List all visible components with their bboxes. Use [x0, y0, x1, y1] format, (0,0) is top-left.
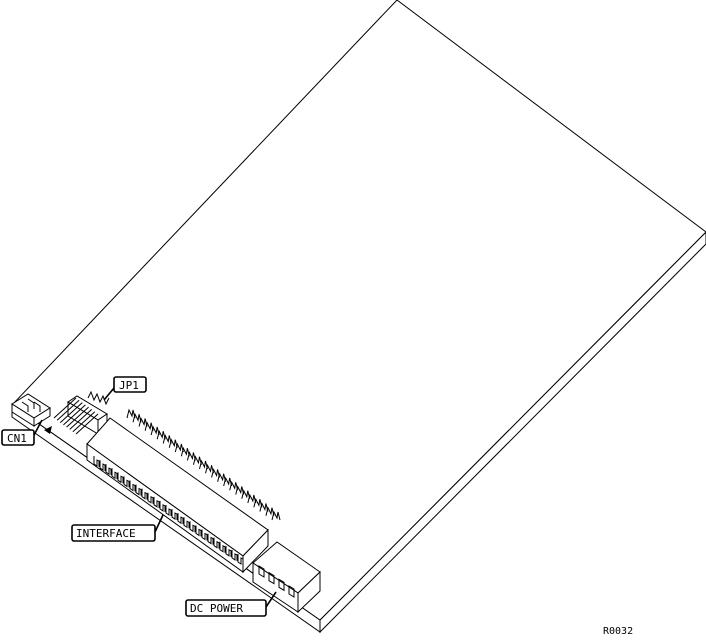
interface-pin	[165, 505, 172, 516]
interface-pin	[180, 446, 190, 457]
interface-pin	[156, 429, 166, 440]
interface-pin	[177, 513, 184, 525]
interface-pin	[265, 506, 275, 516]
interface-pin	[241, 489, 251, 499]
interface-pin	[223, 476, 233, 487]
interface-pin	[150, 425, 160, 436]
interface-pin	[111, 468, 118, 480]
jp1-pin	[72, 411, 96, 433]
jp1-pin	[75, 413, 99, 435]
interface-pin	[247, 493, 257, 504]
interface-pin	[159, 500, 166, 512]
jp1-pin	[66, 406, 89, 428]
interface-pin	[237, 554, 244, 565]
interface-connector	[86, 408, 281, 574]
interface-pin	[141, 488, 148, 500]
interface-pin	[213, 537, 220, 549]
interface-pin	[123, 476, 130, 488]
interface-pin	[153, 496, 160, 508]
interface-pin	[144, 421, 154, 431]
jp1-pin	[53, 397, 77, 419]
interface-pin	[259, 502, 269, 512]
interface-pin	[129, 480, 136, 492]
jp1-pin	[56, 399, 80, 421]
dc-power-pin	[278, 578, 285, 592]
interface-pin	[135, 484, 142, 496]
interface-pin	[105, 464, 112, 476]
dc-power-pin	[268, 571, 275, 585]
interface-pin	[138, 417, 148, 427]
interface-pin	[199, 459, 208, 470]
jp1-pin	[59, 402, 83, 423]
interface-pin	[211, 468, 221, 478]
interface-pin	[195, 525, 202, 537]
interface-pin	[201, 529, 208, 541]
interface-pin	[229, 480, 239, 491]
interface-pin	[183, 517, 190, 529]
interface-pin	[217, 472, 227, 482]
jp1-pin	[63, 404, 86, 426]
interface-pin	[207, 533, 214, 545]
interface-pin	[126, 408, 136, 419]
interface-pin	[225, 545, 232, 557]
interface-pin	[253, 497, 263, 508]
label-dc-power: DC POWER	[185, 599, 267, 617]
figure-id: R0032	[603, 626, 633, 637]
jp1-pin	[69, 409, 93, 430]
label-jp1: JP1	[113, 376, 147, 393]
interface-pin	[186, 451, 196, 461]
label-jp1-text: JP1	[119, 379, 139, 392]
interface-pin	[132, 412, 142, 423]
dc-power-connector	[252, 541, 321, 614]
label-dc-power-text: DC POWER	[190, 602, 243, 615]
interface-pin	[174, 442, 184, 453]
interface-pin	[99, 460, 106, 472]
interface-pin	[231, 549, 238, 561]
label-interface: INTERFACE	[71, 524, 156, 542]
interface-pin	[117, 472, 124, 484]
interface-pin	[168, 438, 178, 448]
interface-pin	[171, 509, 178, 521]
interface-pin	[205, 463, 215, 474]
interface-pin	[93, 456, 100, 467]
dc-power-pin	[258, 565, 265, 578]
dc-power-pin	[288, 585, 295, 598]
interface-pin	[271, 510, 281, 521]
interface-pin	[192, 455, 202, 465]
cn1-connector	[11, 393, 51, 427]
label-cn1-text: CN1	[7, 432, 27, 445]
interface-pin	[235, 485, 245, 495]
interface-pin	[147, 492, 154, 504]
label-cn1: CN1	[1, 429, 35, 446]
label-interface-text: INTERFACE	[76, 527, 136, 540]
interface-pin	[219, 541, 226, 553]
arrow-marker-icon	[44, 426, 52, 434]
interface-pin	[162, 434, 172, 444]
interface-pin	[189, 521, 196, 533]
